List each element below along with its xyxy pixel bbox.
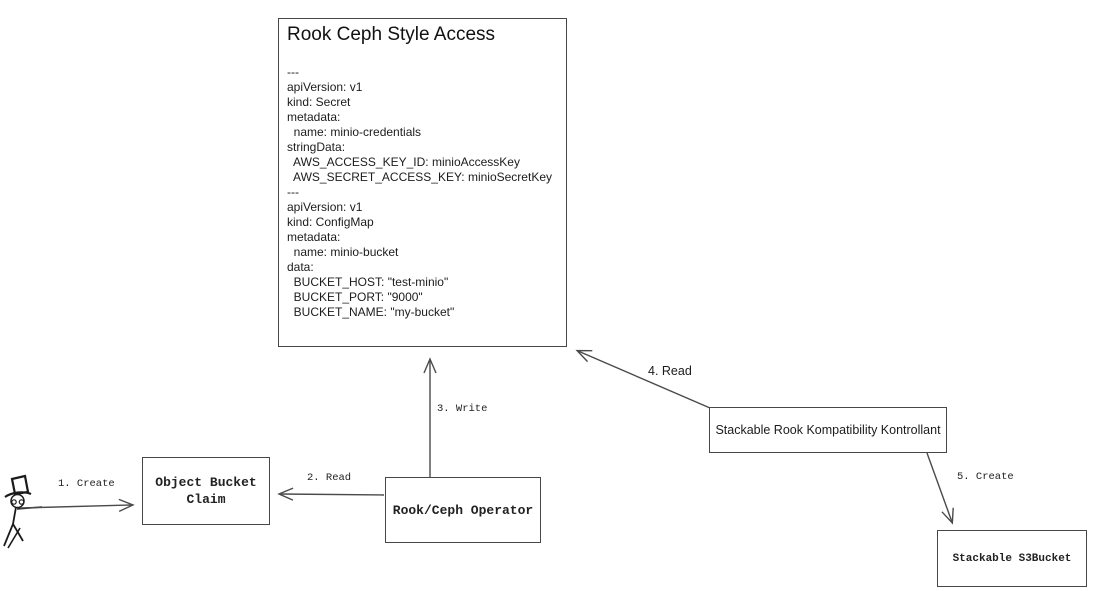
yaml-line: kind: ConfigMap: [287, 215, 374, 229]
yaml-line: stringData:: [287, 140, 346, 154]
yaml-line: apiVersion: v1: [287, 200, 363, 214]
actor-leg: [12, 523, 24, 542]
arrow-label-read-config: 4. Read: [648, 364, 692, 378]
node-stackable-s3bucket: Stackable S3Bucket: [937, 530, 1087, 587]
arrow-read-claim: [277, 487, 385, 501]
actor-leg: [3, 523, 14, 547]
arrow-create-bucket: [926, 452, 954, 525]
node-rook-ceph-operator: Rook/Ceph Operator: [385, 477, 541, 543]
yaml-line: name: minio-credentials: [287, 125, 422, 139]
yaml-line: kind: Secret: [287, 95, 351, 109]
arrow-label-read-claim: 2. Read: [307, 472, 352, 484]
actor-glasses: [18, 499, 25, 505]
yaml-line: data:: [287, 260, 314, 274]
main-box-title: Rook Ceph Style Access: [287, 24, 496, 45]
actor-hat: [10, 474, 30, 496]
actor-leg: [7, 527, 21, 549]
node-object-bucket-claim: Object Bucket Claim: [142, 457, 270, 525]
yaml-line: name: minio-bucket: [287, 245, 399, 259]
node-label: Stackable Rook Kompatibility Kontrollant: [715, 423, 941, 437]
yaml-line: apiVersion: v1: [287, 80, 363, 94]
actor-body: [12, 506, 17, 525]
node-stackable-kontrollant: Stackable Rook Kompatibility Kontrollant: [709, 407, 947, 453]
node-label: Object Bucket Claim: [155, 475, 257, 507]
node-rook-ceph-style-access: Rook Ceph Style Access ---apiVersion: v1…: [278, 18, 567, 347]
node-label: Stackable S3Bucket: [952, 552, 1072, 565]
arrow-create-claim: [19, 498, 135, 512]
yaml-line: AWS_ACCESS_KEY_ID: minioAccessKey: [287, 155, 520, 169]
node-label: Rook/Ceph Operator: [392, 502, 534, 518]
yaml-line: AWS_SECRET_ACCESS_KEY: minioSecretKey: [287, 170, 552, 184]
actor-arm: [16, 506, 43, 510]
arrow-read-config: [575, 349, 711, 409]
yaml-line: BUCKET_PORT: "9000": [287, 290, 423, 304]
yaml-line: BUCKET_NAME: "my-bucket": [287, 305, 455, 319]
arrow-label-write-config: 3. Write: [437, 403, 488, 415]
yaml-line: ---: [287, 65, 299, 79]
actor-head: [10, 493, 25, 509]
arrow-label-create-bucket: 5. Create: [957, 471, 1014, 483]
arrow-label-create-claim: 1. Create: [58, 478, 115, 490]
yaml-line: BUCKET_HOST: "test-minio": [287, 275, 449, 289]
yaml-line: metadata:: [287, 230, 341, 244]
actor-glasses: [11, 499, 17, 505]
user-actor-icon: [3, 474, 43, 549]
yaml-line: ---: [287, 185, 299, 199]
yaml-line: metadata:: [287, 110, 341, 124]
actor-hat-brim: [4, 491, 32, 498]
